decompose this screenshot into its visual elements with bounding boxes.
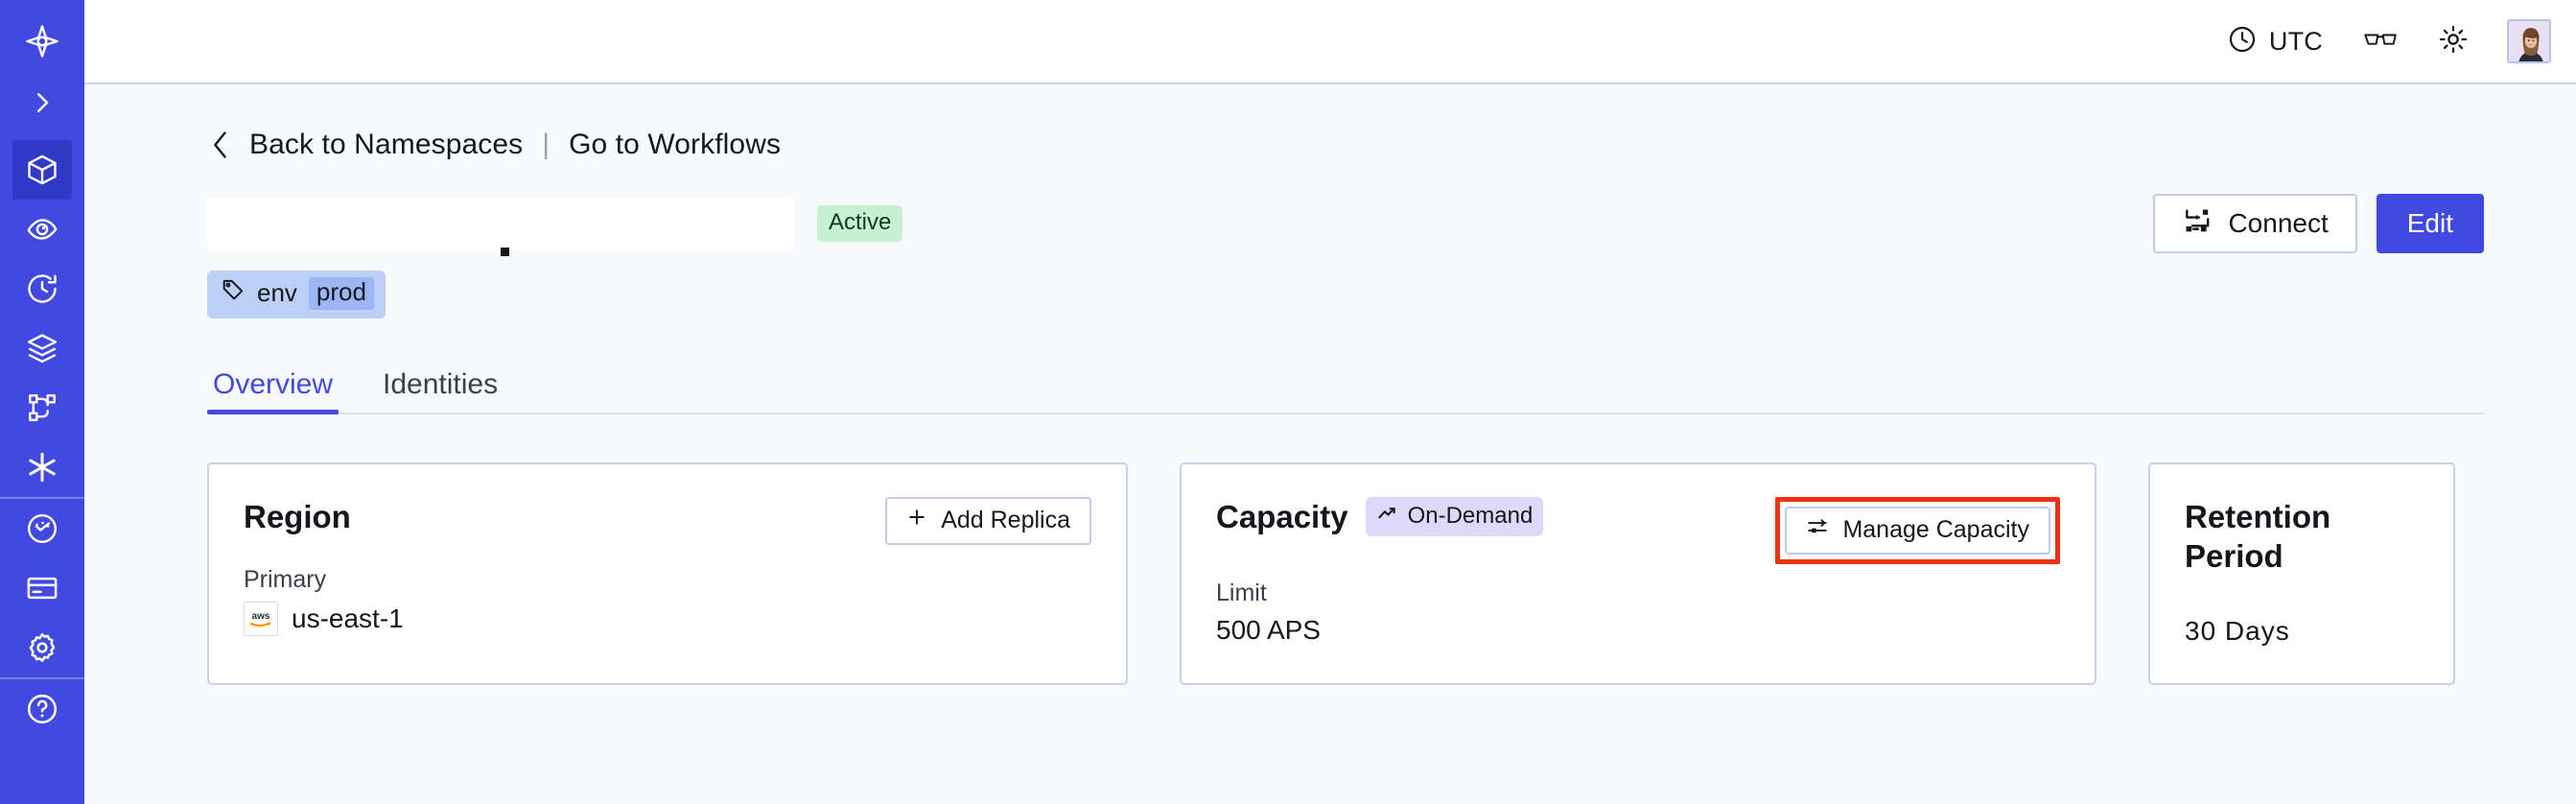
sidebar-item-workflows[interactable] — [12, 378, 72, 437]
sidebar-item-help[interactable] — [12, 679, 72, 739]
timezone-label: UTC — [2268, 26, 2323, 56]
breadcrumb-workflows-link[interactable]: Go to Workflows — [569, 129, 782, 160]
retention-value: 30 Days — [2185, 616, 2290, 647]
manage-capacity-highlight: Manage Capacity — [1775, 496, 2060, 564]
help-circle-icon — [25, 692, 59, 726]
chevron-right-icon — [28, 88, 57, 117]
gear-icon — [25, 630, 59, 665]
region-card-title: Region — [244, 498, 351, 534]
capacity-mode-badge: On-Demand — [1365, 497, 1544, 537]
sidebar-divider-2 — [0, 677, 84, 679]
sidebar-item-layers[interactable] — [12, 319, 72, 378]
page-content: Back to Namespaces | Go to Workflows Act… — [84, 84, 2576, 804]
trend-up-icon — [1376, 502, 1399, 530]
primary-sidebar — [0, 0, 84, 804]
sun-icon — [2438, 24, 2469, 59]
timezone-selector[interactable]: UTC — [2225, 18, 2325, 64]
top-bar: UTC — [84, 0, 2576, 84]
reading-mode-button[interactable] — [2361, 18, 2400, 64]
aws-logo-icon: aws — [244, 601, 278, 636]
capacity-card: Capacity On-Demand — [1180, 461, 2096, 686]
sliders-icon — [1806, 515, 1829, 545]
sidebar-item-namespaces[interactable] — [12, 140, 72, 200]
connect-button-label: Connect — [2228, 208, 2329, 238]
user-avatar — [2509, 21, 2549, 61]
region-primary-label: Primary — [244, 565, 327, 593]
manage-capacity-label: Manage Capacity — [1842, 516, 2029, 544]
sidebar-item-observe[interactable] — [12, 200, 72, 259]
sidebar-item-usage[interactable] — [12, 499, 72, 558]
edit-button-label: Edit — [2406, 208, 2453, 238]
tag-icon — [221, 277, 246, 309]
main-column: UTC — [84, 0, 2576, 804]
credit-card-icon — [25, 571, 59, 605]
sidebar-item-expand[interactable] — [12, 73, 72, 132]
chevron-left-icon[interactable] — [207, 129, 234, 161]
breadcrumb-separator: | — [542, 129, 550, 160]
plus-icon — [906, 507, 927, 534]
breadcrumb-back-link[interactable]: Back to Namespaces — [249, 129, 524, 160]
cube-icon — [25, 153, 59, 187]
top-bar-actions: UTC — [2225, 18, 2551, 64]
tag-list: env prod — [207, 271, 2484, 319]
namespace-header: Active — [207, 194, 2484, 256]
manage-capacity-button[interactable]: Manage Capacity — [1785, 506, 2050, 555]
region-value-row: aws us-east-1 — [244, 601, 1091, 636]
breadcrumb: Back to Namespaces | Go to Workflows — [207, 125, 2484, 165]
capacity-mode-label: On-Demand — [1407, 502, 1534, 529]
eye-icon — [25, 212, 59, 247]
namespace-tag[interactable]: env prod — [207, 271, 386, 319]
tag-value: prod — [308, 277, 374, 310]
connect-button[interactable]: Connect — [2153, 194, 2357, 253]
tab-bar: Overview Identities — [207, 353, 2484, 414]
region-value: us-east-1 — [292, 603, 404, 633]
theme-toggle-button[interactable] — [2436, 18, 2471, 64]
avatar[interactable] — [2507, 19, 2551, 63]
page-title — [207, 198, 794, 256]
sidebar-item-settings[interactable] — [12, 618, 72, 677]
retention-card: Retention Period 30 Days — [2148, 461, 2455, 686]
region-card: Region Add Replica Pr — [207, 461, 1128, 686]
capacity-limit-value: 500 APS — [1216, 614, 1321, 645]
capacity-limit-label: Limit — [1216, 579, 1267, 606]
svg-text:aws: aws — [252, 611, 270, 622]
status-badge: Active — [817, 205, 903, 242]
tab-identities[interactable]: Identities — [383, 367, 499, 400]
sidebar-item-logo[interactable] — [12, 10, 72, 73]
add-replica-label: Add Replica — [941, 507, 1070, 534]
gauge-icon — [25, 511, 59, 546]
clock-history-icon — [25, 272, 59, 306]
sidebar-item-integrations[interactable] — [12, 437, 72, 497]
sidebar-divider-1 — [0, 497, 84, 499]
sidebar-item-schedules[interactable] — [12, 259, 72, 319]
tab-overview[interactable]: Overview — [207, 369, 340, 414]
sidebar-item-billing[interactable] — [12, 558, 72, 618]
glasses-icon — [2363, 25, 2398, 59]
node-tree-icon — [26, 391, 59, 424]
retention-card-title: Retention Period — [2185, 498, 2331, 575]
asterisk-icon — [24, 449, 60, 485]
clock-icon — [2227, 24, 2258, 59]
overview-cards: Region Add Replica Pr — [207, 461, 2484, 686]
connect-flow-icon — [2182, 205, 2213, 243]
capacity-card-title: Capacity — [1216, 498, 1348, 534]
tag-key: env — [257, 278, 297, 308]
add-replica-button[interactable]: Add Replica — [885, 496, 1091, 545]
layers-icon — [25, 331, 59, 366]
edit-button[interactable]: Edit — [2376, 194, 2484, 253]
temporal-logo-icon — [24, 23, 60, 59]
